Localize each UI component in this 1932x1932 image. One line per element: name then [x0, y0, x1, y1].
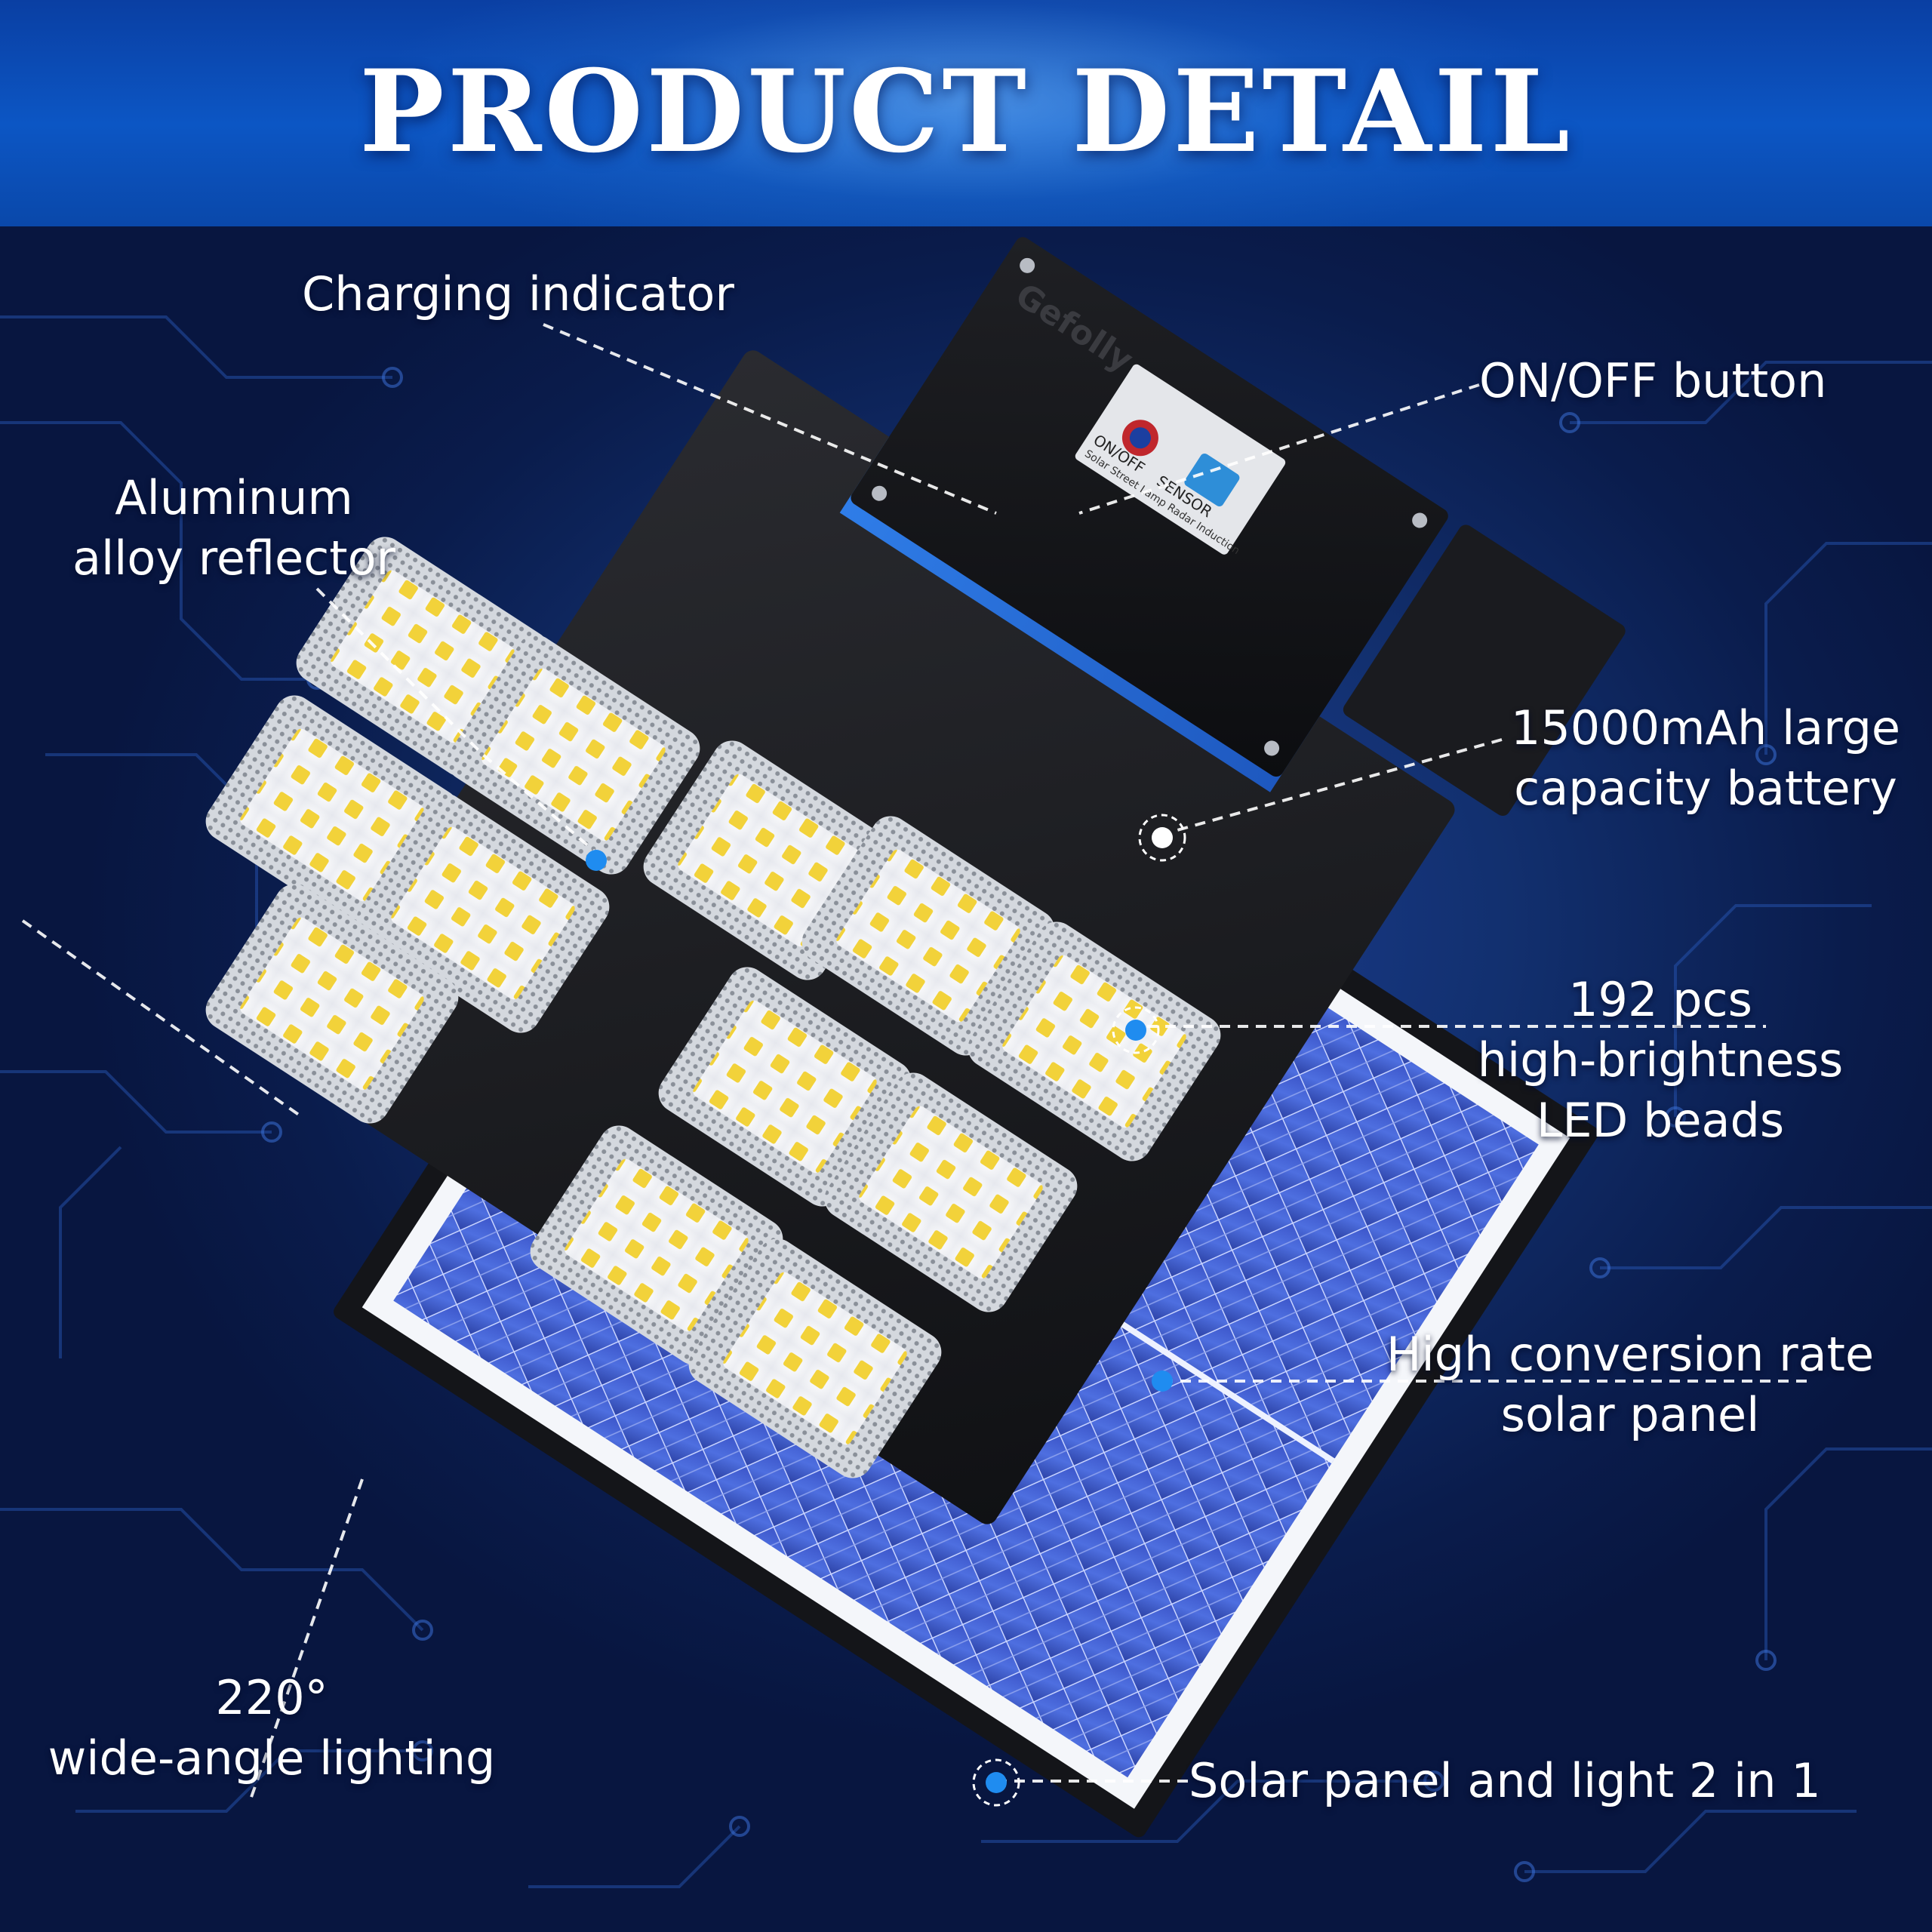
label-two-in-one: Solar panel and light 2 in 1: [1189, 1753, 1821, 1808]
label-aluminum-reflector: Aluminum alloy reflector: [72, 470, 396, 586]
label-onoff-button: ON/OFF button: [1479, 353, 1827, 408]
label-battery: 15000mAh large capacity battery: [1510, 700, 1901, 816]
led-modules: [205, 537, 1221, 1478]
label-charging-indicator: Charging indicator: [302, 266, 734, 321]
circuit-background: [0, 315, 1932, 1888]
page-title: PRODUCT DETAIL: [358, 45, 1574, 178]
label-wide-angle: 220° wide-angle lighting: [48, 1670, 496, 1786]
label-led-beads: 192 pcs high-brightness LED beads: [1477, 972, 1844, 1148]
label-solar-panel: High conversion rate solar panel: [1386, 1327, 1875, 1442]
header-glow: [362, 0, 1570, 226]
